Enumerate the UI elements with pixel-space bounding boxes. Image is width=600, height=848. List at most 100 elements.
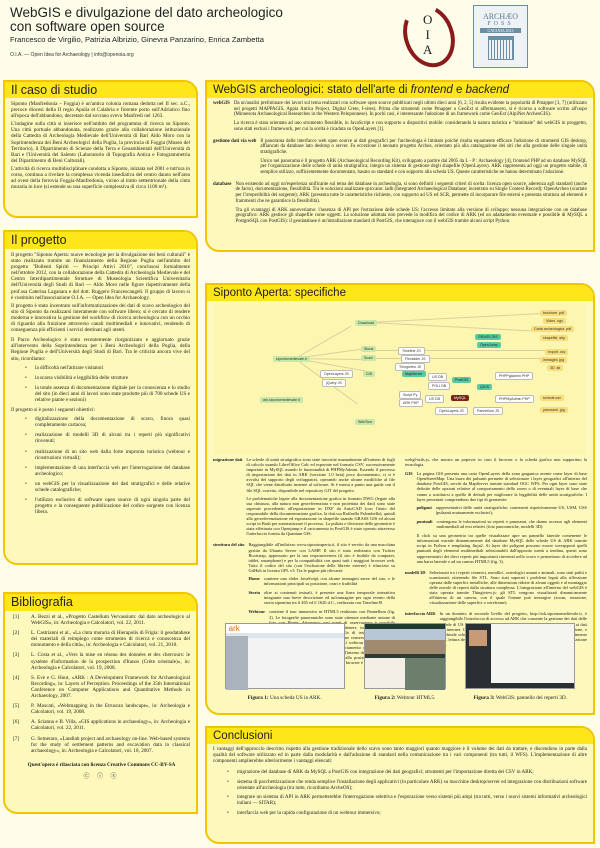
paragraph: Il progetto si è posto i seguenti obiett… — [11, 407, 95, 414]
node-download: Download — [355, 320, 377, 326]
list-item: integrare un sistema di API in ARK perme… — [227, 795, 587, 807]
node-phppgadmin: PHPPgAdmin PHP — [495, 372, 534, 380]
paragraph: L'attività di ricerca multidisciplinare … — [11, 165, 190, 191]
node-phpmyadmin: PHPMyAdmin PHP — [495, 395, 534, 403]
list-item: la scarsa visibilità e leggibilità delle… — [25, 375, 190, 381]
column-icon — [487, 36, 514, 60]
node-mysql: MySQL — [451, 395, 469, 401]
state-of-art-section: WebGIS archeologici: stato dell'arte di … — [205, 80, 595, 252]
node-us-db: US DB — [428, 373, 447, 381]
case-study-section: Il caso di studio Siponto (Manfredonia –… — [3, 80, 198, 218]
node-gis: GIS — [363, 371, 376, 377]
poster-header: WebGIS e divulgazione del dato archeolog… — [10, 5, 450, 59]
list-item: sistema di pacchettizzazione che renda s… — [227, 779, 587, 792]
figure-3: Figura 3: WebGIS: pannello dei reperti 3… — [465, 623, 576, 701]
node-script: Script Py — [399, 391, 422, 399]
reference-item: [6]A. Scianna e B. Villa, «GIS applicati… — [13, 719, 190, 732]
paragraph: Il Parco Archeologico è stato recentemen… — [11, 337, 190, 362]
reference-item: [1]A. Bezzi et al., «Progetto Castellum … — [13, 614, 190, 627]
poster-authors: Francesco de Virgilio, Patrizia Albrizio… — [10, 35, 264, 44]
node-sipontomedievale: sipontomedievale.it — [273, 356, 310, 362]
node-export: export .csv — [545, 349, 569, 355]
list-item: digitalizzazione della documentazione di… — [25, 416, 190, 428]
list-item: la difficoltà nell'attirare visitatori — [25, 365, 190, 371]
obiettivi-list: digitalizzazione della documentazione di… — [25, 416, 190, 515]
node-grass: GRASS GIS — [475, 334, 501, 340]
paragraph: Il progetto "Siponto Aperta: nuove tecno… — [11, 252, 190, 301]
node-brochure: brochure .pdf — [540, 310, 568, 316]
figures-row: ark Figura 1: Una scheda US in ARK. Figu… — [207, 623, 593, 701]
conclusions-list: migrazione del database di ARK da MySQL … — [227, 769, 587, 817]
node-webtour: WebTour — [355, 419, 376, 425]
node-jquery: jQuery JS — [322, 379, 346, 387]
architecture-diagram: sipontomedievale.it ark.sipontomedievale… — [215, 304, 585, 454]
list-item: realizzazione di modelli 3D di alcuni tr… — [25, 432, 190, 444]
node-carta: Carta archeologica .pdf — [531, 326, 575, 332]
cc-icons: ⓒ ⓘ ⓢ — [13, 774, 190, 780]
node-postgis: PostGIS — [452, 377, 472, 383]
poster-title-line1: WebGIS e divulgazione del dato archeolog… — [10, 5, 283, 20]
section-title: Il progetto — [5, 232, 196, 249]
node-mapserver: MapServer — [402, 371, 426, 377]
node-immagini: immagini .jpg — [540, 357, 568, 363]
section-title: WebGIS archeologici: stato dell'arte di … — [207, 82, 593, 98]
node-3d: 3D .stl — [547, 365, 564, 371]
node-shapefile: shapefile .shp — [540, 335, 569, 341]
node-ark-domain: ark.sipontomedievale.it — [260, 397, 303, 403]
reference-item: [2]L. Castrianni et al., «La cinta murar… — [13, 630, 190, 649]
section-title: Conclusioni — [207, 728, 593, 744]
list-item: implementazione di una interfaccia web p… — [25, 465, 190, 477]
by-icon: ⓘ — [96, 773, 106, 780]
poster-title-line2: con software open source — [10, 19, 165, 34]
node-qgis: QGIS — [477, 384, 492, 390]
list-item: migrazione del database di ARK da MySQL … — [227, 769, 587, 776]
bibliography-section: Bibliografia [1]A. Bezzi et al., «Proget… — [3, 592, 198, 814]
node-scavi: Scavi — [361, 355, 376, 361]
project-section: Il progetto Il progetto "Siponto Aperta:… — [3, 230, 198, 565]
list-item: un webGIS per la visualizzazione dei dat… — [25, 481, 190, 493]
node-panorami: panorami .jpg — [540, 407, 568, 413]
node-schede: schede.csv — [540, 395, 564, 401]
reference-item: [4]S. Eve e G. Hunt, «ARK : A Developmen… — [13, 674, 190, 700]
figure-2: Figura 2: Webtour HTML5. — [363, 623, 446, 701]
archaeofoss-line1: ARCHÆO — [482, 12, 519, 21]
paragraph: Il progetto è stato incentrato sull'info… — [11, 302, 190, 334]
paragraph: I vantaggi dell'approccio descritto risp… — [213, 746, 587, 764]
paragraph: Siponto (Manfredonia – Foggia) è un'anti… — [11, 101, 190, 120]
list-item: la totale assenza di documentazione digi… — [25, 385, 190, 403]
node-thingiview: Thingiview JS — [395, 363, 426, 371]
reference-item: [5]P. Moscati, «Webmapping in the Etrusc… — [13, 703, 190, 716]
node-openlayers-2: OpenLayers JS — [435, 407, 468, 415]
list-item: realizzazione di un sito web dalla forte… — [25, 449, 190, 461]
specifications-section: Siponto Aperta: specifiche sipontomediev… — [205, 283, 595, 715]
archaeofoss-logo: ARCHÆO FOSS CATANIA 2013 — [473, 5, 528, 68]
reference-item: [7]G. Semeraro, «Landlab project and arc… — [13, 735, 190, 754]
node-openlayers: OpenLayers JS — [320, 370, 353, 378]
node-storia: Storia — [361, 346, 377, 352]
criticita-list: la difficoltà nell'attirare visitatori l… — [25, 365, 190, 403]
list-item: interfaccia web per la rapida configuraz… — [227, 810, 587, 817]
license-text: Quest'opera è rilasciata con licenza Cre… — [27, 761, 176, 768]
node-ark-php: ARK PHP — [399, 399, 423, 407]
conclusions-section: Conclusioni I vantaggi dell'approccio de… — [205, 726, 595, 844]
webgis-screenshot — [465, 623, 576, 689]
section-title: Bibliografia — [5, 594, 196, 611]
reference-item: [3]L. Costa et al., «Vers la mise en rés… — [13, 652, 190, 671]
node-timeline: Timeline JS — [398, 347, 425, 355]
sa-icon: ⓢ — [110, 773, 120, 780]
archaeofoss-line2: FOSS — [487, 21, 514, 27]
oia-letter-a: A — [423, 42, 433, 57]
oia-letter-i: I — [425, 27, 430, 42]
ark-screenshot: ark — [224, 623, 345, 690]
node-poli-db: POLI DB — [428, 382, 451, 390]
node-us-db-2: US DB — [425, 395, 444, 403]
archaeofoss-line3: CATANIA 2013 — [480, 28, 521, 33]
section-title: Siponto Aperta: specifiche — [207, 285, 593, 301]
node-openjump: OpenJump — [477, 342, 501, 348]
node-flexslider: Flexslider JS — [401, 355, 430, 363]
oia-letter-o: O — [423, 12, 433, 27]
oia-logo: O I A — [394, 0, 464, 75]
node-video: Video .ogv — [543, 318, 566, 324]
